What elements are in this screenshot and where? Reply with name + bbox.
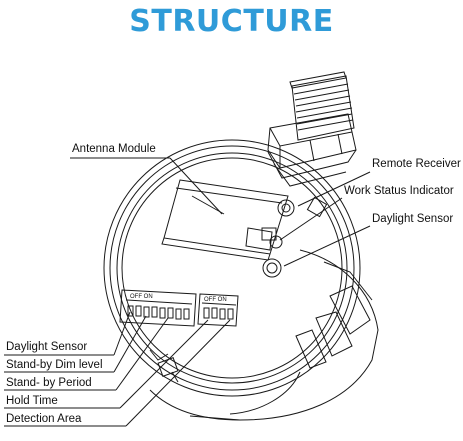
label-detection-area: Detection Area: [6, 413, 82, 425]
housing-body: [149, 249, 379, 421]
dip-switch-left: [119, 289, 197, 327]
label-standby-period: Stand- by Period: [6, 377, 92, 389]
label-standby-dim-level: Stand-by Dim level: [6, 359, 103, 371]
diagram-title: STRUCTURE: [129, 4, 334, 39]
dip-left-markings: OFF ON: [130, 294, 153, 300]
antenna-module: [161, 179, 289, 261]
label-daylight-sensor-right: Daylight Sensor: [372, 213, 453, 225]
label-daylight-sensor-left: Daylight Sensor: [6, 341, 87, 353]
label-work-status-indicator: Work Status Indicator: [344, 185, 454, 197]
label-remote-receiver: Remote Receiver: [372, 158, 461, 170]
dip-right-markings: OFF ON: [204, 297, 227, 303]
leader-lines: [4, 157, 371, 427]
label-antenna-module: Antenna Module: [72, 143, 156, 155]
label-hold-time: Hold Time: [6, 395, 58, 407]
threaded-fitting: [267, 71, 357, 187]
main-housing-face: [103, 139, 361, 397]
dip-switch-right: [197, 293, 239, 327]
receiver-sensors: [261, 199, 295, 278]
